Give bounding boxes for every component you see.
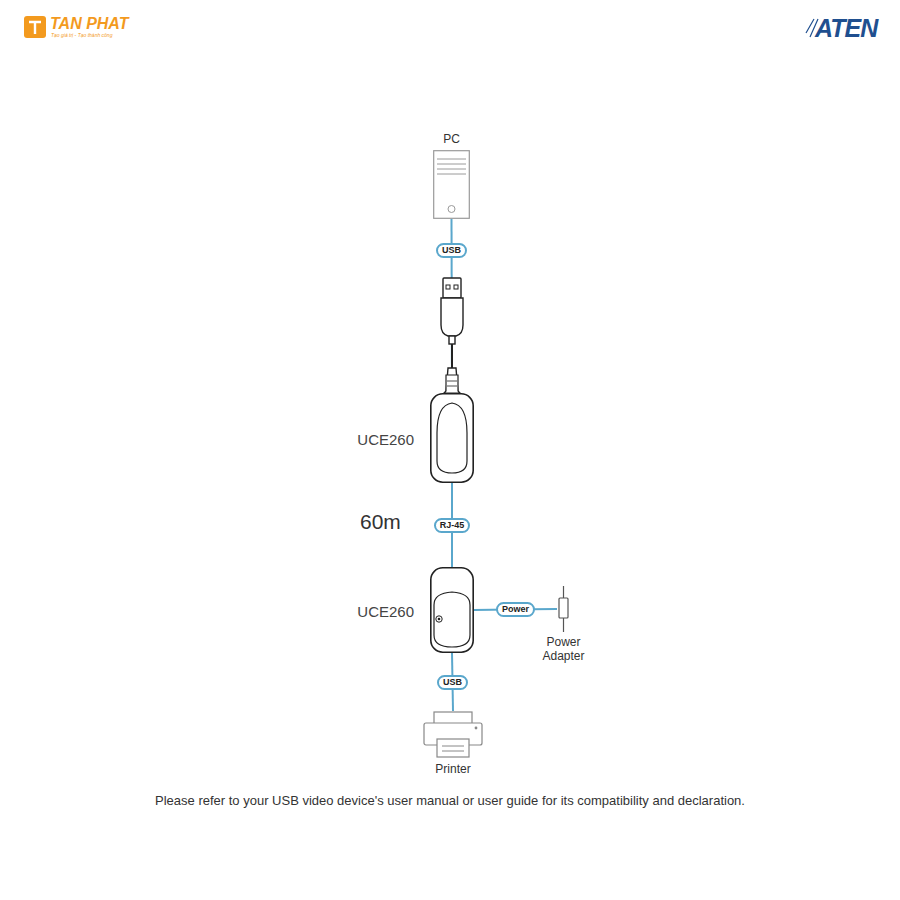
printer: Printer bbox=[423, 711, 483, 759]
extender-local-unit-outline bbox=[430, 393, 474, 483]
brand-logo-text: ATEN bbox=[815, 14, 877, 43]
logo-mark bbox=[24, 16, 46, 38]
printer-outline bbox=[423, 711, 483, 759]
usb-plug bbox=[441, 278, 463, 393]
extender-local-unit: UCE260 bbox=[430, 393, 474, 483]
cable-type-label: Power bbox=[496, 602, 535, 617]
pc-tower: PC bbox=[433, 150, 470, 219]
node-label: UCE260 bbox=[357, 431, 414, 448]
power-adapter-outline bbox=[557, 586, 570, 632]
node-label: Printer bbox=[435, 762, 470, 776]
cable-type-label: USB bbox=[437, 675, 468, 690]
cable-length: 60m bbox=[360, 510, 401, 534]
footnote-caption: Please refer to your USB video device's … bbox=[0, 793, 900, 808]
logo-mark-glyph bbox=[29, 22, 41, 34]
cable-type-label: RJ-45 bbox=[434, 518, 471, 533]
power-adapter: Power Adapter bbox=[557, 586, 570, 632]
brand-tagline: Tạo giá trị - Tạo thành công bbox=[51, 32, 112, 38]
brand-logo-text: TAN PHAT bbox=[50, 15, 129, 33]
cable-type-label: USB bbox=[436, 243, 467, 258]
node-label: Power Adapter bbox=[533, 635, 595, 663]
node-label: UCE260 bbox=[357, 603, 414, 620]
pc-tower-outline bbox=[433, 150, 470, 219]
node-label: PC bbox=[443, 132, 460, 146]
extender-remote-unit-outline bbox=[430, 567, 474, 653]
extender-remote-unit: UCE260 bbox=[430, 567, 474, 653]
